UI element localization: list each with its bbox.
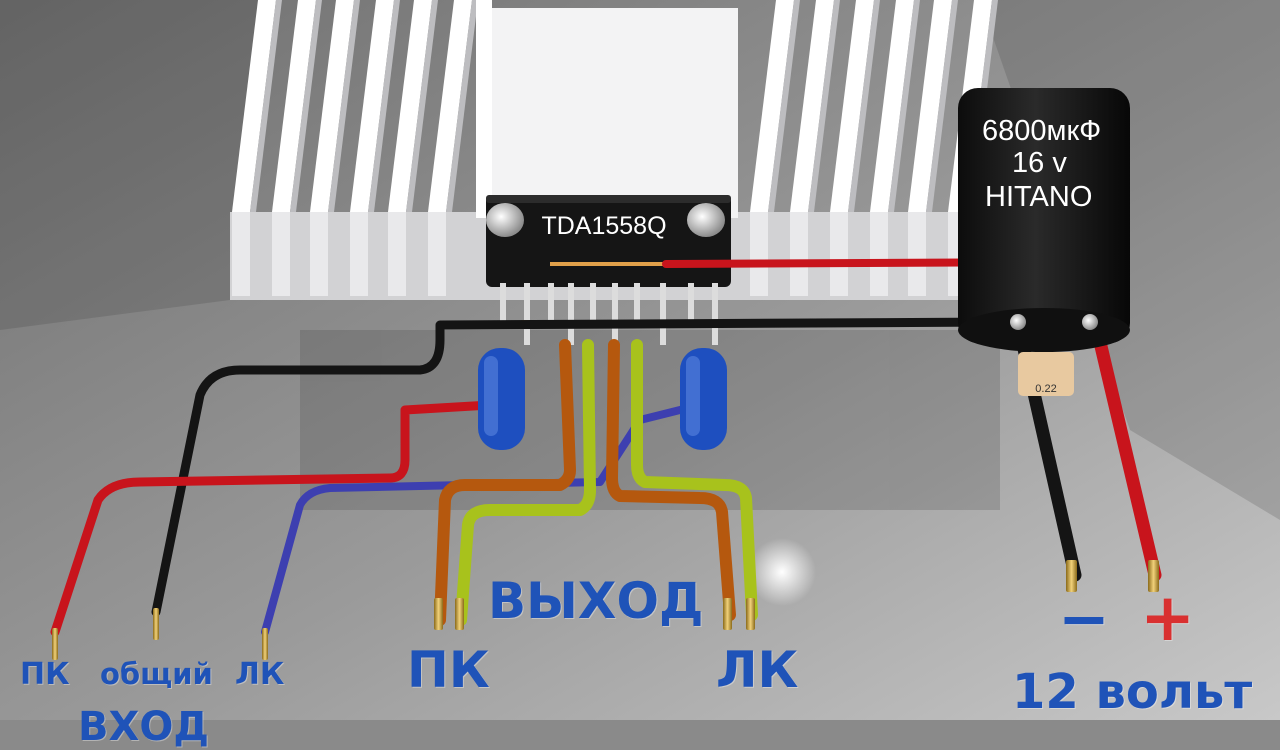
- capacitor-value: 6800мкФ: [982, 115, 1101, 147]
- capacitor-brand: HITANO: [985, 181, 1092, 213]
- chip-pin: [548, 283, 554, 323]
- electrolytic-capacitor: 6800мкФ 16 v HITANO: [958, 88, 1130, 352]
- mounting-screw-left: [486, 203, 524, 237]
- wire-tips: [52, 560, 1159, 660]
- plus-sign: +: [1140, 579, 1196, 656]
- wire-red-input-pk: [50, 400, 495, 637]
- heatsink-fin: [388, 0, 438, 296]
- chip-pin: [524, 283, 530, 345]
- output-pk-label: ПК: [407, 641, 490, 699]
- output-lk-label: ЛК: [716, 641, 799, 699]
- wire-tip: [746, 598, 755, 630]
- capacitor-voltage: 16 v: [1012, 147, 1067, 179]
- chip-pin: [688, 283, 694, 323]
- wire-tip: [723, 598, 732, 630]
- wire-tip: [1148, 560, 1159, 592]
- wires: [50, 258, 1162, 637]
- heatsink-fin: [830, 0, 880, 296]
- wire-tip: [455, 598, 464, 630]
- input-lk-label: ЛК: [235, 657, 285, 692]
- wire-green-out-lk: [631, 339, 758, 621]
- heatsink-fin: [870, 0, 920, 296]
- chip-pin: [612, 283, 618, 345]
- heatsink-fin: [750, 0, 800, 296]
- wire-tip: [434, 598, 443, 630]
- small-capacitor-label: 0.22: [1035, 383, 1056, 395]
- heatsink-fin: [428, 0, 478, 296]
- wire-tip: [153, 608, 159, 640]
- wire-orange-out-lk: [606, 339, 736, 621]
- heatsink-fin: [350, 0, 400, 296]
- output-title-label: ВЫХОД: [488, 572, 704, 630]
- amplifier-wiring-diagram: TDA1558Q 6800мкФ 16 v HITANO: [0, 0, 1280, 720]
- chip-pin: [660, 283, 666, 345]
- chip-pin: [634, 283, 640, 323]
- input-title-label: ВХОД: [78, 704, 209, 750]
- wire-red-power-lead: [1093, 335, 1162, 582]
- chip-pin: [712, 283, 718, 345]
- mounting-screw-right: [687, 203, 725, 237]
- heatsink-fin: [232, 0, 282, 296]
- heatsink-fin: [908, 0, 958, 296]
- wire-orange-out-pk: [434, 339, 576, 626]
- coupling-capacitor-left: [478, 348, 525, 450]
- heatsink-fin: [272, 0, 322, 296]
- small-capacitor: 0.22: [1018, 352, 1074, 396]
- input-pk-label: ПК: [20, 657, 70, 692]
- wire-tip: [262, 628, 268, 660]
- chip-pin: [568, 283, 574, 345]
- chip-pin: [500, 283, 506, 323]
- power-voltage-label: 12 вольт: [1012, 664, 1253, 720]
- wire-tip: [1066, 560, 1077, 592]
- heatsink-fin: [790, 0, 840, 296]
- light-glare: [748, 538, 816, 606]
- input-common-label: общий: [100, 657, 213, 691]
- chip-pin: [590, 283, 596, 323]
- coupling-capacitor-right: [680, 348, 727, 450]
- minus-sign: −: [1058, 582, 1110, 655]
- wire-tip: [52, 628, 58, 660]
- wire-black-ground: [151, 317, 1005, 617]
- chip-label: TDA1558Q: [541, 212, 666, 240]
- heatsink-fin: [310, 0, 360, 296]
- wire-green-out-pk: [455, 339, 596, 626]
